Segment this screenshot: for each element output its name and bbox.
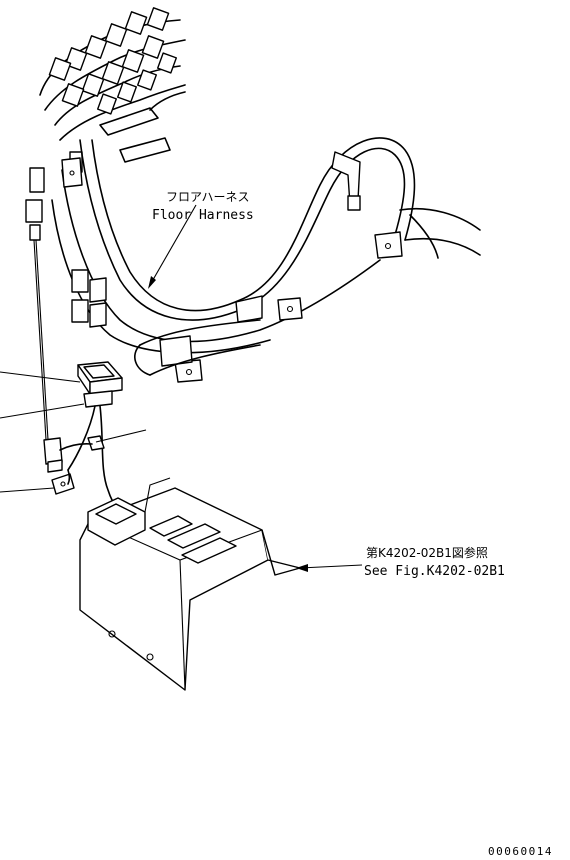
floor-harness [51, 137, 481, 383]
connector-bundle [39, 7, 186, 173]
switch-assembly [43, 361, 141, 518]
console-bracket [79, 477, 301, 691]
reference-label-en: See Fig.K4202-02B1 [364, 564, 505, 579]
figure-number: 00060014 [488, 845, 553, 858]
reference-label-jp: 第K4202-02B1図参照 [366, 545, 488, 560]
floor-harness-label-en: Floor Harness [152, 208, 254, 223]
left-connectors [25, 167, 107, 441]
leader-lines [0, 204, 363, 572]
floor-harness-label-jp: フロアハーネス [166, 190, 250, 204]
